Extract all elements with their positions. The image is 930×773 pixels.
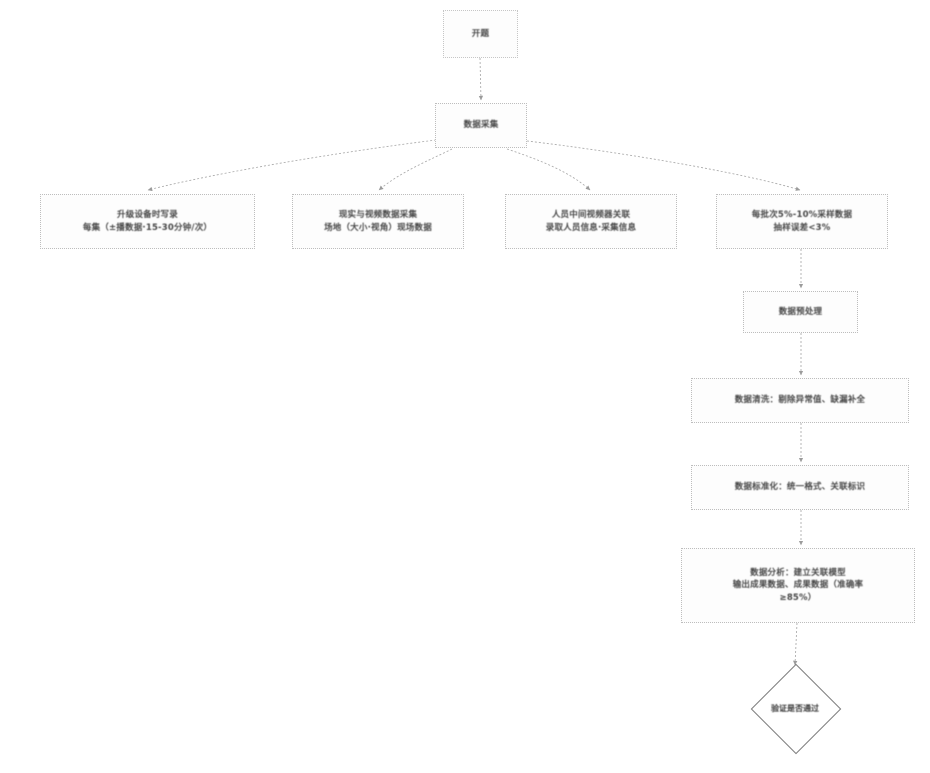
- node-preprocess-label: 数据预处理: [778, 306, 823, 317]
- edge-start-collect: [478, 57, 484, 101]
- node-data-collection[interactable]: 数据采集: [435, 103, 527, 148]
- node-validation-decision[interactable]: 验证是否通过: [750, 663, 842, 755]
- node-source-video-label: 现实与视频数据采集 场地（大小·视角）现场数据: [324, 210, 432, 233]
- edge-collect-source1: [147, 139, 437, 192]
- node-source-video[interactable]: 现实与视频数据采集 场地（大小·视角）现场数据: [292, 194, 464, 249]
- node-data-standardization[interactable]: 数据标准化：统一格式、关联标识: [691, 465, 909, 510]
- edge-analyze-decision: [792, 622, 798, 666]
- node-data-cleaning-label: 数据清洗：剔除异常值、缺漏补全: [734, 395, 866, 406]
- node-source-sampling-label: 每批次5%-10%采样数据 抽样误差<3%: [751, 210, 853, 233]
- node-source-personnel[interactable]: 人员中间视频器关联 录取人员信息·采集信息: [505, 194, 677, 249]
- node-source-sensor-log[interactable]: 升级设备时写录 每集（±播数据·15-30分钟/次）: [40, 194, 255, 249]
- edge-collect-source2: [378, 148, 453, 191]
- node-data-collection-label: 数据采集: [463, 120, 499, 131]
- edge-collect-source4: [526, 140, 801, 191]
- node-start[interactable]: 开题: [443, 10, 518, 58]
- node-data-cleaning[interactable]: 数据清洗：剔除异常值、缺漏补全: [691, 378, 909, 423]
- node-preprocess[interactable]: 数据预处理: [743, 291, 858, 333]
- node-source-personnel-label: 人员中间视频器关联 录取人员信息·采集信息: [545, 210, 637, 233]
- node-start-label: 开题: [471, 28, 490, 39]
- node-data-analysis[interactable]: 数据分析：建立关联模型 输出成果数据、成果数据（准确率 ≥85%）: [681, 548, 915, 623]
- node-source-sampling[interactable]: 每批次5%-10%采样数据 抽样误差<3%: [716, 194, 888, 249]
- node-validation-decision-label: 验证是否通过: [771, 703, 819, 713]
- node-data-analysis-label: 数据分析：建立关联模型 输出成果数据、成果数据（准确率 ≥85%）: [732, 568, 864, 603]
- node-data-standardization-label: 数据标准化：统一格式、关联标识: [734, 482, 866, 493]
- edge-collect-source3: [506, 148, 591, 191]
- node-source-sensor-log-label: 升级设备时写录 每集（±播数据·15-30分钟/次）: [82, 210, 213, 233]
